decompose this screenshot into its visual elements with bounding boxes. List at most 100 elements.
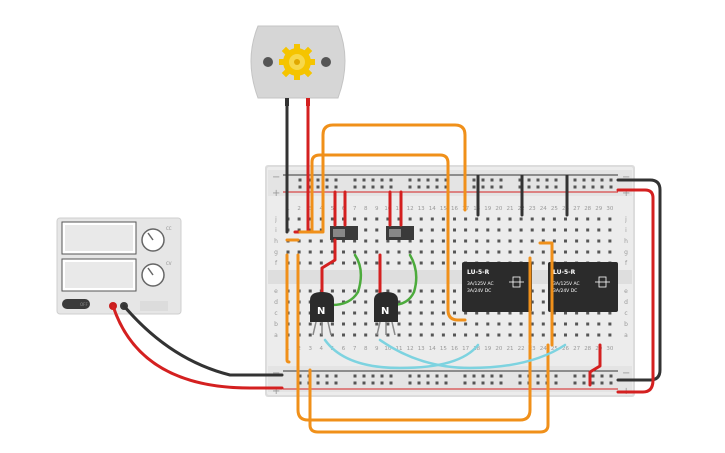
rail-hole[interactable] [298,178,302,182]
breadboard-hole[interactable] [508,250,512,254]
breadboard-hole[interactable] [497,239,501,243]
breadboard-hole[interactable] [430,300,434,304]
breadboard-hole[interactable] [552,250,556,254]
rail-hole[interactable] [408,185,412,189]
breadboard-hole[interactable] [419,239,423,243]
rail-hole[interactable] [545,178,549,182]
breadboard-hole[interactable] [552,322,556,326]
breadboard-hole[interactable] [575,239,579,243]
breadboard-hole[interactable] [453,217,456,221]
breadboard-hole[interactable] [530,300,534,304]
breadboard-hole[interactable] [530,228,534,232]
rail-hole[interactable] [554,374,558,378]
breadboard-hole[interactable] [608,239,612,243]
breadboard-hole[interactable] [575,228,579,232]
wire-red-supply[interactable] [111,304,284,390]
breadboard-hole[interactable] [342,261,345,265]
rail-hole[interactable] [371,381,375,385]
wire-orange[interactable] [308,123,467,234]
breadboard-hole[interactable] [330,217,334,221]
breadboard-hole[interactable] [541,228,545,232]
wire-orange[interactable] [285,253,291,364]
breadboard-hole[interactable] [297,250,301,254]
rail-hole[interactable] [444,374,448,378]
breadboard-hole[interactable] [475,239,479,243]
power-button[interactable] [62,299,90,309]
breadboard-hole[interactable] [541,322,545,326]
breadboard-hole[interactable] [486,311,490,315]
breadboard-hole[interactable] [364,311,368,315]
breadboard-hole[interactable] [519,228,523,232]
breadboard-hole[interactable] [497,217,501,221]
rail-hole[interactable] [325,381,329,385]
rail-hole[interactable] [380,381,384,385]
breadboard-hole[interactable] [475,322,479,326]
rail-hole[interactable] [591,185,595,189]
breadboard-hole[interactable] [486,250,490,254]
breadboard-hole[interactable] [530,289,534,293]
breadboard-hole[interactable] [308,333,312,337]
breadboard[interactable]: 1122334455667788991010111112121313141415… [265,165,635,397]
slide-switch-icon[interactable] [386,226,414,240]
rail-hole[interactable] [499,374,503,378]
rail-hole[interactable] [472,185,476,189]
breadboard-hole[interactable] [375,261,379,265]
breadboard-hole[interactable] [397,311,401,315]
breadboard-hole[interactable] [342,333,345,337]
breadboard-hole[interactable] [519,250,523,254]
breadboard-hole[interactable] [508,217,512,221]
rail-hole[interactable] [554,185,558,189]
rail-hole[interactable] [600,374,604,378]
breadboard-hole[interactable] [397,250,401,254]
breadboard-hole[interactable] [586,333,590,337]
rail-hole[interactable] [389,178,393,182]
breadboard-hole[interactable] [486,239,490,243]
breadboard-hole[interactable] [441,311,445,315]
rail-hole[interactable] [408,178,412,182]
rail-hole[interactable] [371,185,375,189]
breadboard-hole[interactable] [430,228,434,232]
breadboard-hole[interactable] [441,228,445,232]
breadboard-hole[interactable] [364,300,368,304]
rail-hole[interactable] [362,185,366,189]
rail-hole[interactable] [408,381,412,385]
breadboard-hole[interactable] [353,289,357,293]
breadboard-hole[interactable] [342,239,345,243]
breadboard-hole[interactable] [597,228,601,232]
breadboard-hole[interactable] [608,311,612,315]
breadboard-hole[interactable] [464,217,468,221]
breadboard-hole[interactable] [453,311,456,315]
breadboard-hole[interactable] [353,322,357,326]
breadboard-hole[interactable] [430,217,434,221]
breadboard-hole[interactable] [575,322,579,326]
breadboard-hole[interactable] [386,250,390,254]
rail-hole[interactable] [426,381,430,385]
breadboard-hole[interactable] [286,250,290,254]
rail-hole[interactable] [316,178,320,182]
rail-hole[interactable] [408,374,412,378]
rail-hole[interactable] [472,381,476,385]
breadboard-hole[interactable] [608,250,612,254]
breadboard-hole[interactable] [364,228,368,232]
breadboard-hole[interactable] [486,322,490,326]
breadboard-hole[interactable] [441,239,445,243]
rail-hole[interactable] [600,381,604,385]
breadboard-hole[interactable] [408,250,412,254]
rail-hole[interactable] [316,185,320,189]
breadboard-hole[interactable] [541,333,545,337]
breadboard-hole[interactable] [552,239,556,243]
breadboard-hole[interactable] [608,217,612,221]
breadboard-hole[interactable] [564,217,567,221]
rail-hole[interactable] [426,374,430,378]
breadboard-hole[interactable] [541,311,545,315]
breadboard-hole[interactable] [464,333,468,337]
breadboard-hole[interactable] [375,239,379,243]
breadboard-hole[interactable] [541,300,545,304]
breadboard-hole[interactable] [386,239,390,243]
breadboard-hole[interactable] [519,217,523,221]
rail-hole[interactable] [527,178,531,182]
breadboard-hole[interactable] [486,333,490,337]
rail-hole[interactable] [334,185,338,189]
breadboard-hole[interactable] [597,322,601,326]
breadboard-hole[interactable] [464,311,468,315]
